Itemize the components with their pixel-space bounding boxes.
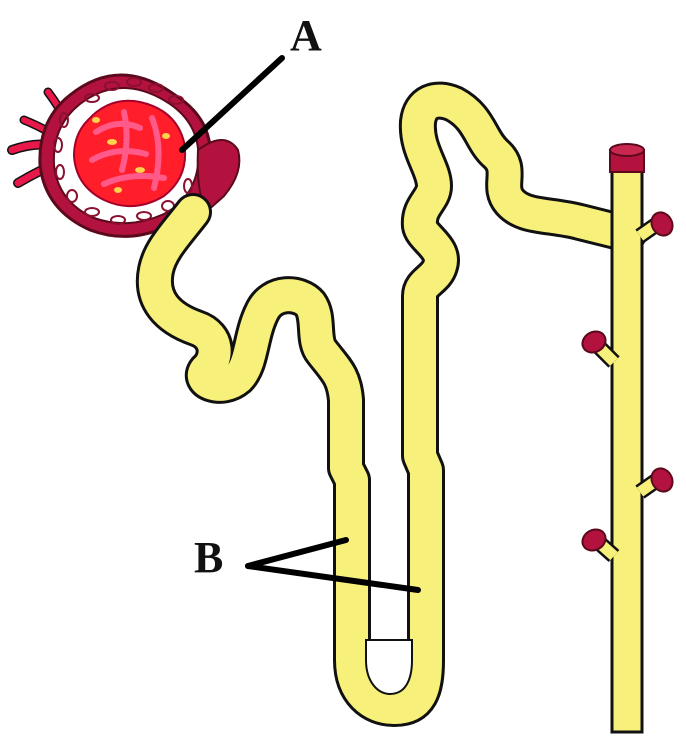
duct-branch-right-1 bbox=[640, 209, 677, 240]
duct-branch-left-2 bbox=[579, 525, 614, 556]
pointer-a bbox=[182, 58, 282, 150]
label-a-group: A bbox=[182, 11, 322, 150]
label-a: A bbox=[290, 11, 322, 60]
label-b-group: B bbox=[194, 533, 418, 590]
duct-branch-right-2 bbox=[640, 465, 677, 496]
duct-branch-left-1 bbox=[579, 327, 614, 362]
label-b: B bbox=[194, 533, 223, 582]
loop-lumen bbox=[366, 640, 412, 694]
pointer-b-descending bbox=[248, 540, 346, 566]
